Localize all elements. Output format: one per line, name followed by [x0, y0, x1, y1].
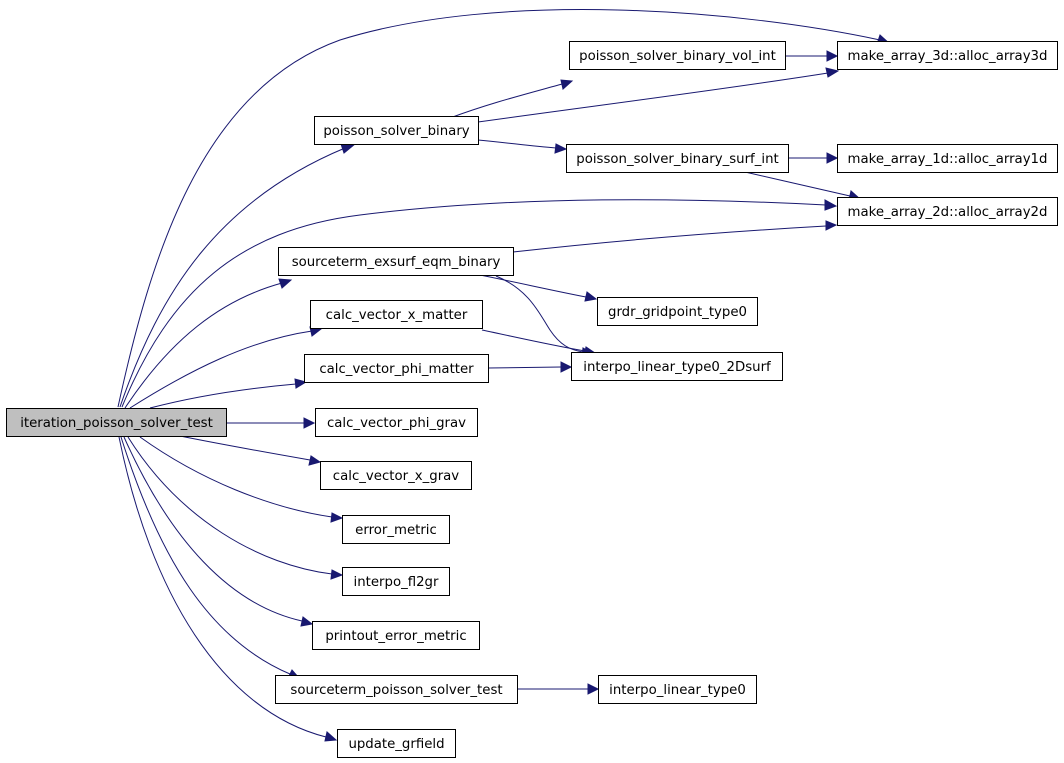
edge-root-to-interpo-fl2gr	[127, 436, 333, 575]
arrowhead-calc-vector-phi-grav	[303, 417, 316, 429]
node-alloc-array1d[interactable]: make_array_1d::alloc_array1d	[837, 144, 1058, 173]
node-label: grdr_gridpoint_type0	[608, 305, 747, 320]
arrowhead-poisson-solver-binary	[340, 143, 357, 154]
arrowhead-grdr	[584, 291, 598, 302]
arrowhead-vol-int	[560, 79, 574, 90]
node-label: iteration_poisson_solver_test	[20, 416, 213, 431]
node-label: error_metric	[355, 523, 437, 538]
arrowhead-interpo-fl2gr	[330, 569, 344, 580]
node-label: poisson_solver_binary_vol_int	[579, 49, 776, 64]
node-grdr-gridpoint-type0[interactable]: grdr_gridpoint_type0	[597, 297, 758, 326]
node-label: interpo_linear_type0_2Dsurf	[583, 360, 771, 375]
node-interpo-linear-type0-2dsurf[interactable]: interpo_linear_type0_2Dsurf	[571, 352, 783, 381]
node-printout-error-metric[interactable]: printout_error_metric	[312, 621, 480, 650]
edge-root-to-update-grfield	[118, 436, 327, 738]
arrowhead-alloc-array3d-psb	[825, 67, 840, 78]
edge-psb-to-alloc-array3d	[477, 72, 829, 123]
arrowhead-alloc-array2d-exsurf	[825, 220, 838, 231]
node-calc-vector-x-grav[interactable]: calc_vector_x_grav	[320, 461, 472, 490]
node-label: calc_vector_x_matter	[326, 308, 468, 323]
node-sourceterm-poisson-solver-test[interactable]: sourceterm_poisson_solver_test	[275, 675, 518, 704]
arrowhead-sourceterm-exsurf	[278, 278, 293, 289]
edge-root-to-calc-vector-x-matter	[129, 330, 313, 409]
edge-root-to-calc-vector-phi-matter	[149, 383, 297, 409]
node-calc-vector-phi-matter[interactable]: calc_vector_phi_matter	[304, 354, 489, 383]
node-calc-vector-x-matter[interactable]: calc_vector_x_matter	[310, 300, 483, 329]
edge-root-to-alloc-array2d	[121, 199, 827, 408]
call-graph-edges	[117, 9, 893, 742]
node-label: printout_error_metric	[325, 629, 466, 644]
node-poisson-solver-binary-vol-int[interactable]: poisson_solver_binary_vol_int	[569, 41, 786, 70]
edge-root-to-printout-error-metric	[123, 436, 303, 622]
edge-exsurf-to-grdr	[479, 274, 587, 298]
arrowhead-error-metric	[330, 512, 344, 523]
arrowhead-surf-int	[554, 143, 568, 154]
node-interpo-fl2gr[interactable]: interpo_fl2gr	[342, 567, 450, 596]
node-label: sourceterm_poisson_solver_test	[290, 683, 502, 698]
node-update-grfield[interactable]: update_grfield	[337, 729, 456, 758]
node-label: poisson_solver_binary_surf_int	[576, 152, 778, 167]
node-label: poisson_solver_binary	[323, 124, 469, 139]
arrowhead-interpo-linear	[587, 683, 600, 695]
edge-exsurf-to-alloc-array2d	[512, 225, 827, 253]
edge-root-to-calc-vector-x-grav	[179, 435, 311, 461]
arrowhead-alloc-array2d-arc	[824, 199, 838, 211]
node-alloc-array2d[interactable]: make_array_2d::alloc_array2d	[837, 197, 1058, 226]
edge-surf-int-to-alloc-array2d	[744, 171, 851, 197]
node-calc-vector-phi-grav[interactable]: calc_vector_phi_grav	[315, 408, 478, 437]
edge-psb-to-surf-int	[477, 139, 557, 149]
node-sourceterm-exsurf-eqm-binary[interactable]: sourceterm_exsurf_eqm_binary	[278, 247, 514, 276]
node-label: sourceterm_exsurf_eqm_binary	[292, 255, 501, 270]
edge-root-to-sourceterm-poisson-test	[120, 436, 291, 675]
node-poisson-solver-binary[interactable]: poisson_solver_binary	[314, 116, 479, 145]
arrowhead-alloc-array1d	[826, 152, 839, 164]
node-alloc-array3d[interactable]: make_array_3d::alloc_array3d	[837, 41, 1058, 70]
node-label: interpo_fl2gr	[354, 575, 439, 590]
edge-root-to-poisson-solver-binary	[119, 147, 346, 408]
arrowhead-calc-vector-phi-matter	[294, 378, 308, 389]
edge-x-matter-to-2dsurf	[481, 329, 586, 352]
arrowhead-alloc-array3d-vol	[826, 50, 839, 62]
edge-root-to-error-metric	[139, 436, 333, 518]
arrowhead-calc-vector-x-grav	[308, 455, 322, 466]
node-label: calc_vector_x_grav	[333, 469, 460, 484]
node-label: make_array_1d::alloc_array1d	[848, 152, 1048, 167]
arrowhead-update-grfield	[324, 731, 338, 742]
edge-phi-matter-to-2dsurf	[487, 366, 562, 369]
edge-root-to-alloc-array3d	[117, 9, 881, 408]
call-graph-nodes: iteration_poisson_solver_test poisson_so…	[6, 41, 1058, 758]
node-label: make_array_3d::alloc_array3d	[848, 49, 1048, 64]
node-label: make_array_2d::alloc_array2d	[848, 205, 1048, 220]
node-label: calc_vector_phi_matter	[319, 362, 474, 377]
node-root[interactable]: iteration_poisson_solver_test	[6, 408, 227, 437]
node-interpo-linear-type0[interactable]: interpo_linear_type0	[598, 675, 757, 704]
arrowhead-2dsurf-phimatter	[560, 361, 573, 373]
node-label: calc_vector_phi_grav	[327, 416, 466, 431]
node-label: update_grfield	[348, 737, 444, 752]
edge-psb-to-vol-int	[449, 83, 563, 119]
node-error-metric[interactable]: error_metric	[342, 515, 450, 544]
node-label: interpo_linear_type0	[609, 683, 746, 698]
arrowhead-printout-error-metric	[300, 616, 314, 627]
node-poisson-solver-binary-surf-int[interactable]: poisson_solver_binary_surf_int	[566, 144, 789, 173]
edge-root-to-sourceterm-exsurf	[124, 282, 283, 409]
